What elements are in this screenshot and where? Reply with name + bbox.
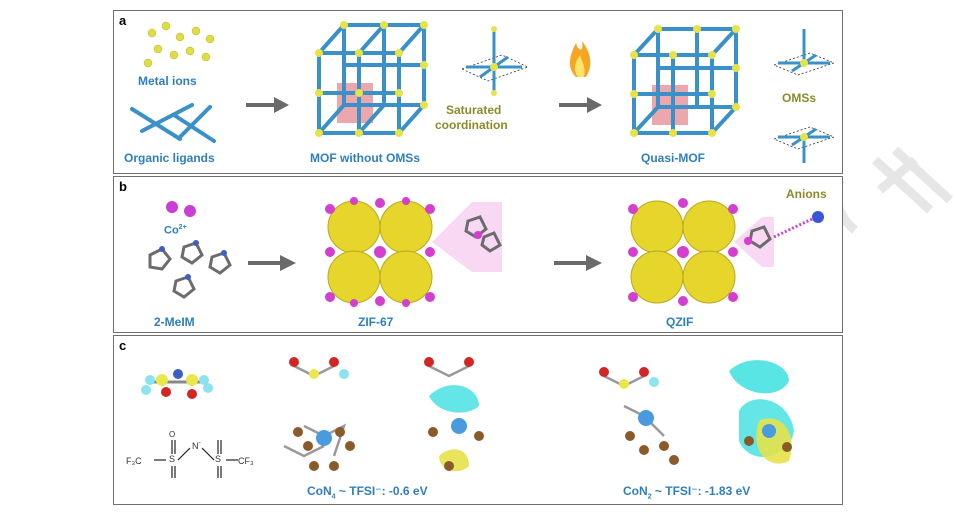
anions-label: Anions [786,187,827,201]
zif67-label: ZIF-67 [358,315,394,329]
quasi-mof-label: Quasi-MOF [641,151,706,165]
qzif-cluster [628,198,738,306]
con2-density [729,360,794,464]
panel-b-label: b [119,179,127,194]
oms-node-top [772,29,836,76]
qzif-label: QZIF [666,315,694,329]
sulfur-left-label: S [169,454,176,464]
oms-node-bottom [772,126,836,163]
con4-complex [283,357,355,471]
metal-ions-dots [143,21,215,68]
co-ion-label: Co2+ [164,224,187,237]
zif67-zoom [432,202,502,272]
arrow-b1 [248,255,296,271]
tfsi-formula-bonds [154,440,238,478]
panel-b-illustration [148,197,824,307]
con4-energy-label: CoN4 ~ TFSI⁻: -0.6 eV [307,484,428,501]
qzif-zoom [734,211,824,267]
metal-ions-label: Metal ions [138,74,197,88]
sulfur-right-label: S [215,454,222,464]
con4-density [424,357,484,472]
saturated-label-line2: coordination [435,118,508,132]
co-ions [166,201,196,217]
saturated-node [460,26,530,96]
con2-complex [599,367,679,465]
con2-energy-label: CoN2 ~ TFSI⁻: -1.83 eV [623,484,751,501]
saturated-label-line1: Saturated [446,103,502,117]
mof-without-oms-label: MOF without OMSs [310,151,420,165]
nitrogen-label: N- [192,440,201,451]
panel-c-illustration [141,357,794,478]
panel-b: b [113,176,843,333]
omss-label: OMSs [782,91,817,105]
cf3-left-label: F₃C [126,456,142,466]
panel-a-label: a [119,13,127,28]
arrow-2 [559,97,602,113]
cf3-right-label: CF₃ [238,456,254,466]
arrow-1 [246,97,289,113]
quasi-mof-cube [630,25,740,137]
arrow-b2 [554,255,602,271]
oxygen-label: O [169,430,176,439]
tfsi-ball-model [141,369,213,399]
mof-cube [315,21,428,137]
organic-ligands-label: Organic ligands [124,151,215,165]
panel-c: c [113,335,843,505]
flame-icon [569,41,591,77]
zif67-cluster [325,197,435,307]
panel-c-label: c [119,338,127,353]
panel-a-illustration [130,21,836,163]
organic-ligand-sticks [130,103,216,143]
ligand-label: 2-MeIM [154,315,195,329]
panel-a: a [113,10,843,174]
